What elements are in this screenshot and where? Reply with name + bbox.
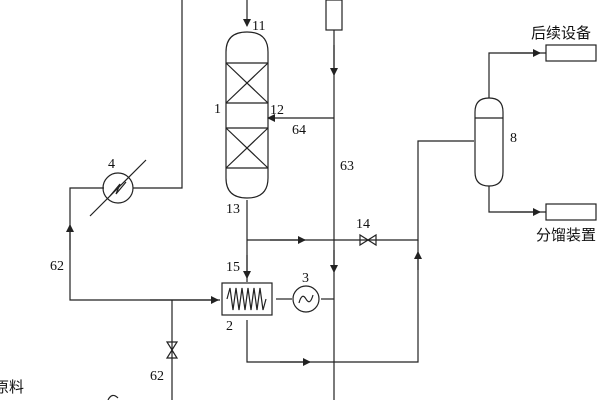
label-62-left: 62 <box>50 259 64 274</box>
top-feed-vessel <box>325 0 343 31</box>
label-2: 2 <box>226 319 233 334</box>
separator-top-outlet <box>488 52 546 98</box>
loop-line-top <box>133 0 183 189</box>
raw-material-line <box>107 394 119 400</box>
label-62-lower: 62 <box>150 369 164 384</box>
stream-62-left-line <box>69 187 220 301</box>
valve-62 <box>165 341 179 359</box>
pump-3 <box>292 285 320 313</box>
fractionation-unit-box <box>545 203 597 221</box>
label-raw-material: 原料 <box>0 378 24 396</box>
label-4: 4 <box>108 157 115 172</box>
bottom-return-line <box>246 240 419 363</box>
heat-exchanger-4 <box>89 159 147 217</box>
separator-bottom-outlet <box>488 186 546 213</box>
stream-14-line <box>247 140 474 241</box>
separator-8 <box>474 97 504 187</box>
valve-14 <box>359 233 377 247</box>
downstream-equipment-box <box>545 44 597 62</box>
label-14: 14 <box>356 217 370 232</box>
label-64: 64 <box>292 123 306 138</box>
reactor-1 <box>225 31 269 199</box>
label-12: 12 <box>270 103 284 118</box>
label-downstream-equipment: 后续设备 <box>531 24 591 42</box>
label-15: 15 <box>226 260 240 275</box>
label-11: 11 <box>252 19 265 34</box>
label-8: 8 <box>510 131 517 146</box>
label-3: 3 <box>302 271 309 286</box>
label-fractionation-unit: 分馏装置 <box>536 226 596 244</box>
label-1: 1 <box>214 102 221 117</box>
label-63: 63 <box>340 159 354 174</box>
label-13: 13 <box>226 202 240 217</box>
heat-exchanger-2 <box>221 282 273 316</box>
